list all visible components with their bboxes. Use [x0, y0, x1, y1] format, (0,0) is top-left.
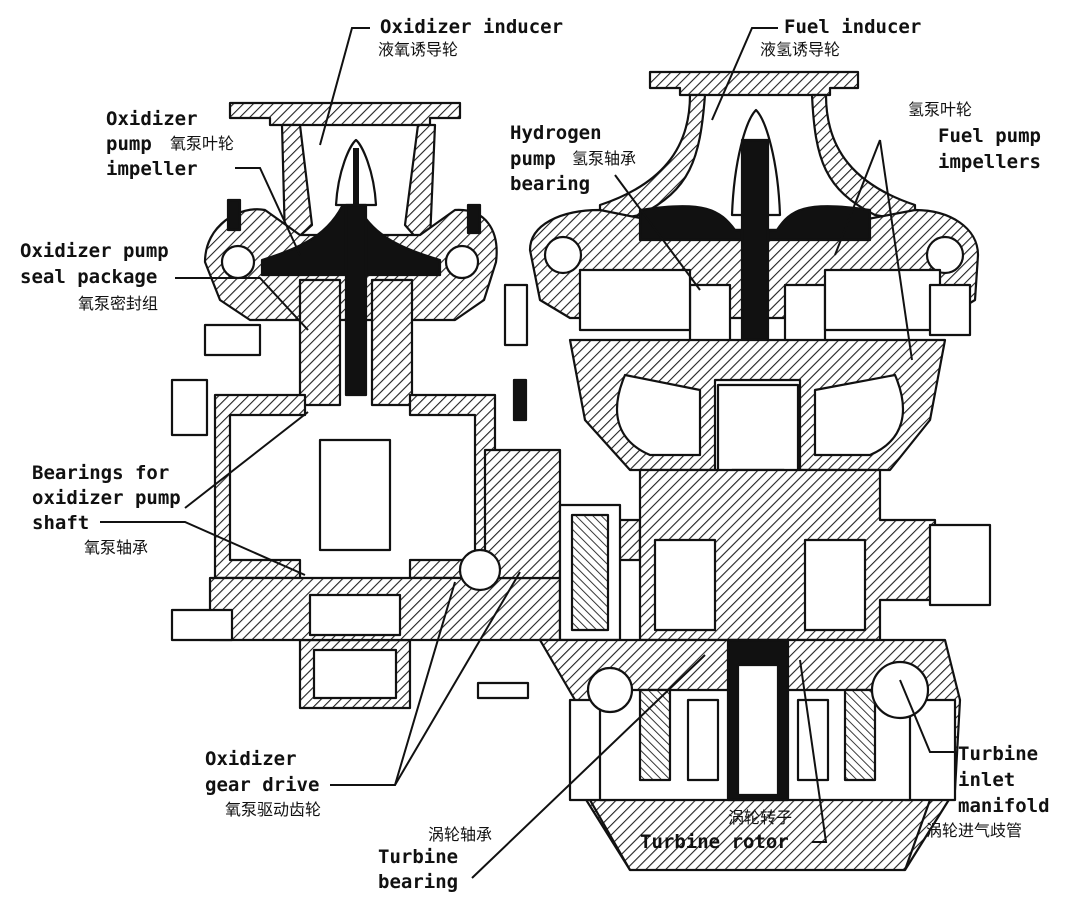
leader-gear-drive-b — [394, 571, 521, 786]
oxidizer-volute-passage-right — [444, 244, 480, 280]
center-bridge — [458, 448, 642, 642]
fuel-shaft — [740, 138, 770, 377]
label-inlet-manifold-cn: 涡轮进气歧管 — [926, 821, 1023, 840]
oxidizer-inlet-duct-left — [280, 123, 314, 242]
oxidizer-volute-passage-left — [220, 244, 256, 280]
leader-oxidizer-inducer — [319, 27, 370, 146]
oxidizer-pump — [170, 101, 562, 710]
label-gear-drive-en2: gear drive — [205, 774, 320, 796]
leader-inlet-manifold — [899, 679, 955, 753]
label-turbine-rotor-en: Turbine rotor — [640, 831, 789, 853]
label-inlet-manifold-en3: manifold — [958, 795, 1050, 817]
leader-fuel-impeller-upper — [834, 139, 881, 256]
turbine-blade-left — [638, 688, 672, 782]
label-hydrogen-bearing-cn: 氢泵轴承 — [572, 149, 637, 168]
label-turbine-rotor-cn: 涡轮转子 — [728, 808, 793, 827]
leader-fuel-inducer — [711, 27, 778, 121]
leader-fuel-impeller-lower — [879, 139, 913, 361]
label-oxidizer-impeller-en2: pump — [106, 133, 152, 155]
label-fuel-impellers-en2: impellers — [938, 151, 1041, 173]
leader-bearings-a — [184, 411, 309, 509]
label-fuel-impellers-en1: Fuel pump — [938, 125, 1041, 147]
hydrogen-bearing-left — [688, 283, 732, 347]
label-hydrogen-bearing-en2: pump — [510, 148, 556, 170]
oxidizer-inlet-flange — [228, 101, 462, 127]
oxidizer-side-fitting — [170, 378, 209, 437]
label-turbine-bearing-cn: 涡轮轴承 — [428, 825, 493, 844]
label-oxidizer-impeller-en1: Oxidizer — [106, 108, 198, 130]
label-gear-drive-en1: Oxidizer — [205, 748, 297, 770]
label-gear-drive-cn: 氧泵驱动齿轮 — [225, 800, 322, 819]
leader-lines — [100, 27, 955, 879]
label-fuel-inducer-cn: 液氢诱导轮 — [760, 40, 841, 59]
leader-hydrogen-bearing — [614, 174, 701, 291]
turbine — [476, 638, 962, 872]
label-oxidizer-inducer-en: Oxidizer inducer — [380, 16, 564, 38]
label-turbine-bearing-en1: Turbine — [378, 846, 459, 868]
label-bearings-cn: 氧泵轴承 — [84, 538, 149, 557]
fuel-side-box — [928, 523, 992, 607]
leader-seal-package — [175, 277, 309, 331]
label-bearings-en1: Bearings for — [32, 462, 170, 484]
label-hydrogen-bearing-en1: Hydrogen — [510, 122, 602, 144]
leader-bearings-b — [100, 521, 306, 576]
oxidizer-lower-casing — [213, 393, 307, 580]
turbine-inlet-manifold-ring — [870, 660, 930, 720]
fuel-pump — [503, 70, 992, 647]
leader-turbine-bearing — [471, 654, 706, 879]
label-inlet-manifold-en1: Turbine — [958, 743, 1039, 765]
label-oxidizer-inducer-cn: 液氧诱导轮 — [378, 40, 459, 59]
label-oxidizer-impeller-cn: 氧泵叶轮 — [170, 134, 235, 153]
fuel-inlet-wall-right — [810, 93, 917, 224]
leader-oxidizer-impeller — [235, 167, 301, 256]
label-seal-package-cn: 氧泵密封组 — [78, 294, 159, 313]
fuel-inlet-flange — [648, 70, 860, 97]
oxidizer-shaft — [344, 203, 368, 397]
oxidizer-inlet-duct-right — [403, 123, 437, 242]
label-seal-package-en2: seal package — [20, 266, 158, 288]
label-turbine-bearing-en2: bearing — [378, 871, 459, 893]
oxidizer-bearing-housing — [298, 278, 342, 407]
label-oxidizer-impeller-en3: impeller — [106, 158, 198, 180]
label-fuel-inducer-en: Fuel inducer — [784, 16, 922, 38]
label-bearings-en3: shaft — [32, 512, 90, 534]
label-fuel-impellers-cn: 氢泵叶轮 — [908, 100, 973, 119]
label-seal-package-en1: Oxidizer pump — [20, 240, 169, 262]
label-inlet-manifold-en2: inlet — [958, 769, 1016, 791]
label-hydrogen-bearing-en3: bearing — [510, 173, 591, 195]
leader-turbine-rotor — [799, 659, 828, 843]
label-bearings-en2: oxidizer pump — [32, 487, 181, 509]
